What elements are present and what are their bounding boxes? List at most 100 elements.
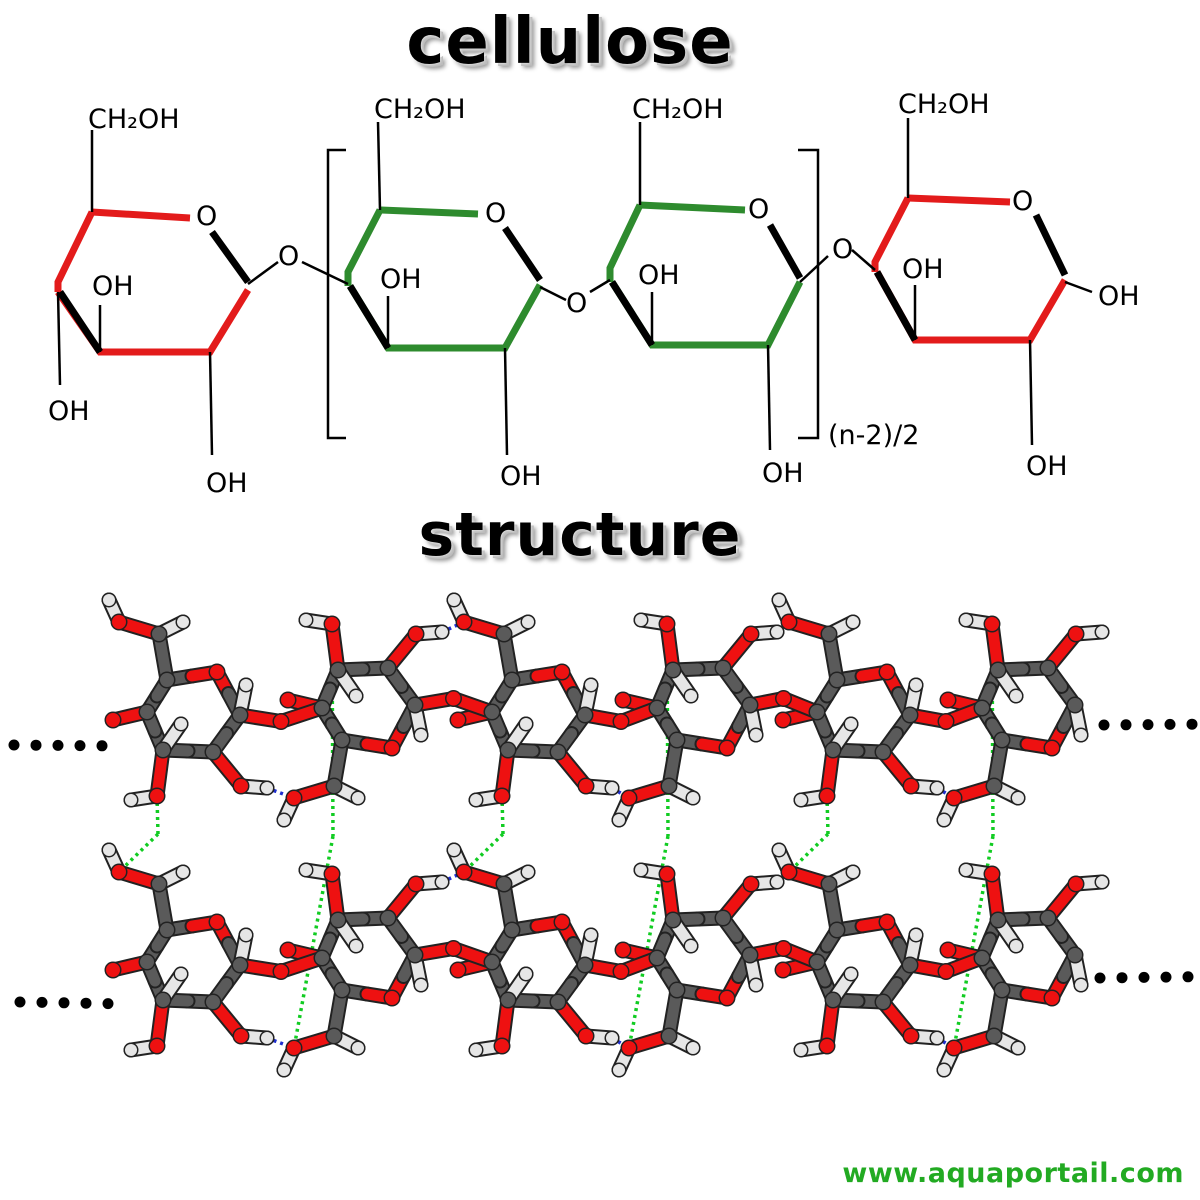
watermark: www.aquaportail.com <box>842 1158 1184 1189</box>
ring-3-repeat <box>589 122 829 451</box>
oxygen-atom <box>446 691 461 706</box>
oxygen-atom <box>325 867 339 881</box>
oxygen-atom <box>457 615 471 629</box>
oxygen-atom <box>1069 627 1083 641</box>
hydrogen-atom <box>613 814 625 826</box>
oxygen-atom <box>776 691 791 706</box>
carbon-atom <box>140 705 154 719</box>
continuation-dot <box>74 740 86 752</box>
ring-1-terminal <box>54 130 279 456</box>
hydrogen-atom <box>177 616 189 628</box>
carbon-atom <box>152 627 166 641</box>
hydrogen-atom <box>750 729 762 741</box>
hydrogen-atom <box>1010 690 1022 702</box>
carbon-atom <box>160 673 174 687</box>
oxygen-atom <box>820 1039 834 1053</box>
oxygen-atom <box>904 1029 918 1043</box>
oxygen-atom <box>325 617 339 631</box>
carbon-atom <box>876 995 890 1009</box>
hydrogen-atom <box>845 968 857 980</box>
label-oh-r1-c3: OH <box>92 271 134 302</box>
label-oh-r4-c3: OH <box>902 254 944 285</box>
continuation-dot <box>8 739 20 751</box>
hydrogen-atom <box>1075 979 1087 991</box>
oxygen-atom <box>939 964 953 979</box>
hydrogen-atom <box>300 864 312 876</box>
hydrogen-atom <box>938 1064 950 1076</box>
oxygen-atom <box>941 693 955 707</box>
oxygen-atom <box>941 943 955 957</box>
carbon-atom <box>327 1029 341 1043</box>
label-oh-r3-c3: OH <box>638 260 680 291</box>
continuation-dot <box>102 998 114 1010</box>
continuation-dot <box>96 740 108 752</box>
oxygen-atom <box>880 915 894 929</box>
carbon-atom <box>826 743 840 757</box>
carbon-atom <box>331 663 345 677</box>
label-ch2oh-1: CH₂OH <box>88 104 180 135</box>
hydrogen-atom <box>177 866 189 878</box>
label-ring-o-2: O <box>485 198 506 229</box>
hydrogen-atom <box>175 718 187 730</box>
continuation-dot <box>58 997 70 1009</box>
carbon-atom <box>991 913 1005 927</box>
continuation-dot <box>1160 971 1172 983</box>
oxygen-atom <box>579 779 593 793</box>
carbon-atom <box>160 923 174 937</box>
hydrogen-atom <box>125 794 137 806</box>
carbon-atom <box>315 701 329 715</box>
carbon-atom <box>408 948 422 962</box>
oxygen-atom <box>457 865 471 879</box>
hydrogen-atom <box>687 792 699 804</box>
oxygen-atom <box>782 865 796 879</box>
carbon-atom <box>206 745 220 759</box>
continuation-dot <box>1142 719 1154 731</box>
oxygen-atom <box>880 665 894 679</box>
hydrogen-atom <box>773 594 785 606</box>
carbon-atom <box>830 673 844 687</box>
hydrogen-bond <box>787 832 830 874</box>
hydrogen-atom <box>1012 792 1024 804</box>
hydrogen-atom <box>771 626 783 638</box>
carbon-atom <box>662 779 676 793</box>
hydrogen-atom <box>103 594 115 606</box>
hydrogen-atom <box>520 968 532 980</box>
carbon-atom <box>140 955 154 969</box>
hydrogen-atom <box>350 940 362 952</box>
carbon-atom <box>485 705 499 719</box>
carbon-atom <box>876 745 890 759</box>
carbon-atom <box>830 923 844 937</box>
carbon-atom <box>822 877 836 891</box>
oxygen-atom <box>234 1029 248 1043</box>
hydrogen-atom <box>613 1064 625 1076</box>
oxygen-atom <box>614 714 628 729</box>
hydrogen-atom <box>1096 626 1108 638</box>
hydrogen-atom <box>910 679 922 691</box>
bracket-left <box>326 148 346 440</box>
oxygen-atom <box>947 791 961 805</box>
hydrogen-atom <box>520 718 532 730</box>
oxygen-atom <box>660 867 674 881</box>
oxygen-atom <box>287 1041 301 1055</box>
oxygen-atom <box>150 789 164 803</box>
hydrogen-atom <box>436 876 448 888</box>
continuation-dot <box>80 997 92 1009</box>
oxygen-atom <box>579 1029 593 1043</box>
carbon-atom <box>810 955 824 969</box>
continuation-dot <box>1138 971 1150 983</box>
carbon-atom <box>995 983 1009 997</box>
hydrogen-atom <box>278 814 290 826</box>
ring-4-terminal <box>851 118 1093 446</box>
carbon-atom <box>501 993 515 1007</box>
title-structure: structure <box>418 500 742 570</box>
oxygen-atom <box>1069 877 1083 891</box>
carbon-atom <box>1068 948 1082 962</box>
continuation-dot <box>1182 971 1194 983</box>
label-oh-r1-c2: OH <box>48 396 90 427</box>
carbon-atom <box>903 708 917 722</box>
oxygen-atom <box>210 915 224 929</box>
oxygen-atom <box>616 943 630 957</box>
oxygen-atom <box>614 964 628 979</box>
hydrogen-atom <box>1010 940 1022 952</box>
hydrogen-atom <box>352 792 364 804</box>
